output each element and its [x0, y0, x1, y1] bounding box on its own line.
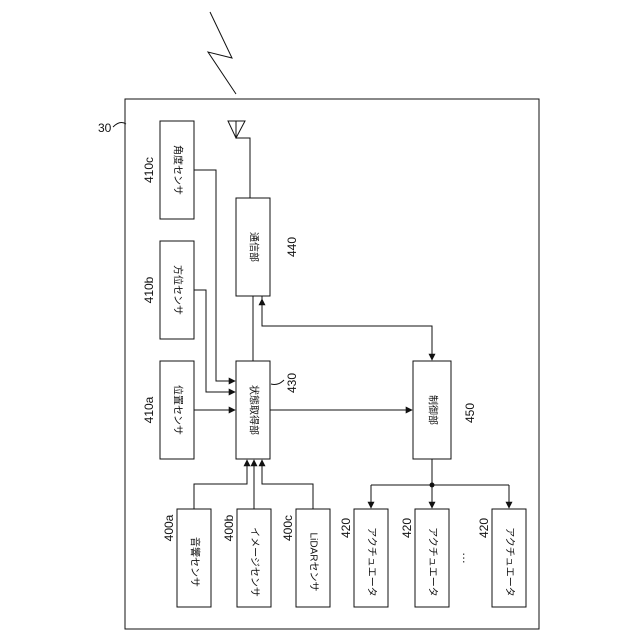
image-sensor-ref: 400b: [222, 514, 236, 541]
image-sensor-block: イメージセンサ: [237, 509, 271, 607]
state-acquisition-block: 状態取得部: [236, 361, 270, 459]
position-sensor-block: 位置センサ: [160, 361, 194, 459]
angle-sensor-label: 角度センサ: [171, 145, 184, 195]
device-ref-leader: [113, 123, 126, 127]
lidar-sensor-label: LiDARセンサ: [307, 533, 319, 592]
direction-sensor-label: 方位センサ: [171, 265, 184, 315]
ellipsis: …: [460, 552, 474, 564]
control-unit-ref: 450: [463, 403, 477, 423]
actuator-ref: 420: [477, 518, 491, 538]
image-sensor-label: イメージセンサ: [248, 527, 260, 597]
position-sensor-ref: 410a: [142, 396, 156, 423]
actuator-ref: 420: [400, 518, 414, 538]
control-unit-block: 制御部: [413, 361, 451, 459]
lidar-sensor-ref: 400c: [281, 515, 295, 541]
actuator-ref: 420: [339, 518, 353, 538]
actuator-block: アクチュエータ: [354, 509, 388, 607]
acoustic-sensor-ref: 400a: [162, 514, 176, 541]
direction-sensor-ref: 410b: [142, 276, 156, 303]
lidar-sensor-block: LiDARセンサ: [296, 509, 330, 607]
angle-sensor-ref: 410c: [142, 157, 156, 183]
actuator-block: アクチュエータ: [415, 509, 449, 607]
actuator-block: アクチュエータ: [492, 509, 526, 607]
wireless-signal-icon: [208, 12, 236, 94]
state-acquisition-ref: 430: [285, 373, 299, 393]
acoustic-sensor-block: 音響センサ: [177, 509, 211, 607]
actuator-label: アクチュエータ: [503, 527, 515, 597]
acoustic-sensor-label: 音響センサ: [188, 537, 201, 587]
actuator-label: アクチュエータ: [426, 527, 438, 597]
device-ref: 30: [98, 121, 112, 135]
state-acquisition-label: 状態取得部: [247, 385, 260, 435]
direction-sensor-block: 方位センサ: [160, 241, 194, 339]
actuator-label: アクチュエータ: [365, 527, 377, 597]
communication-unit-ref: 440: [285, 237, 299, 257]
position-sensor-label: 位置センサ: [171, 385, 184, 435]
angle-sensor-block: 角度センサ: [160, 121, 194, 219]
control-unit-label: 制御部: [426, 395, 439, 425]
communication-unit-label: 通信部: [247, 232, 260, 262]
communication-unit-block: 通信部: [236, 198, 270, 296]
